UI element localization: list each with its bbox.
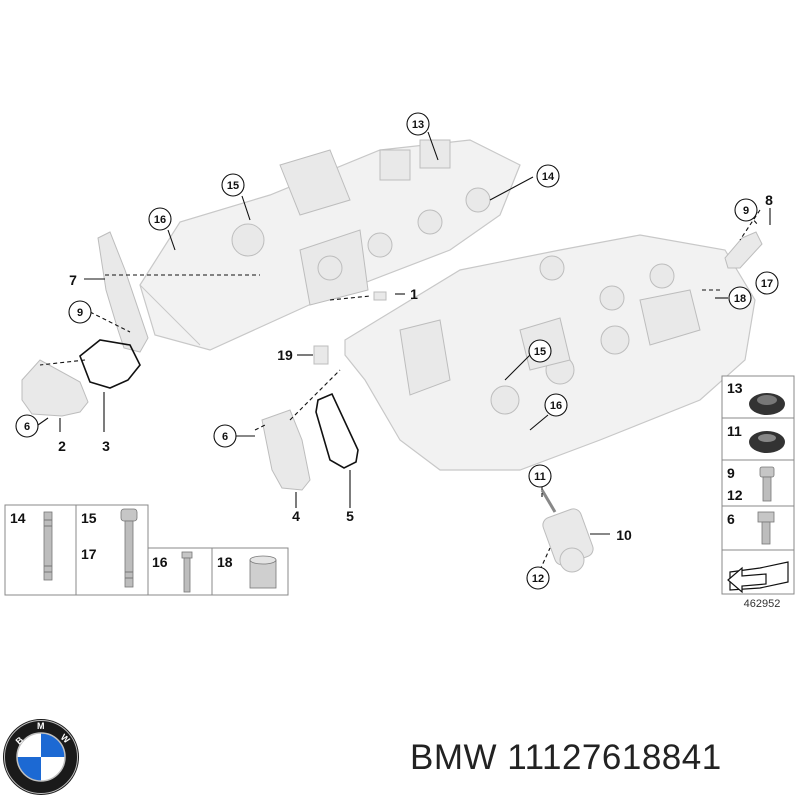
svg-text:9: 9 [743,205,749,217]
svg-text:3: 3 [102,438,110,454]
svg-text:14: 14 [542,171,555,183]
legend-label-6: 6 [727,511,735,527]
svg-text:1: 1 [410,286,418,302]
legend-label-16: 16 [152,554,168,570]
svg-text:11: 11 [534,471,546,483]
bolt-illustration-9-12 [759,466,775,502]
callout-15-upper: 15 [221,173,245,197]
cover-plate-4 [261,409,311,491]
svg-text:2: 2 [58,438,66,454]
label-8: 8 [765,192,773,208]
cover-plate-2 [21,359,89,417]
svg-text:4: 4 [292,508,300,524]
callout-15-lower: 15 [528,339,552,363]
seal-ring-illustration-11 [749,431,785,453]
label-2: 2 [58,438,66,454]
arrow-symbol-icon [727,561,789,594]
legend-label-18: 18 [217,554,233,570]
svg-text:9: 9 [77,307,83,319]
svg-text:8: 8 [765,192,773,208]
gasket-5 [315,392,359,469]
callout-18: 18 [728,286,752,310]
legend-label-15: 15 [81,510,97,526]
svg-text:13: 13 [412,119,424,131]
svg-text:6: 6 [222,431,228,443]
label-5: 5 [346,508,354,524]
svg-text:18: 18 [734,293,746,305]
svg-text:B: B [14,734,26,746]
sleeve-illustration [249,555,277,589]
bracket-part [97,231,149,353]
label-7: 7 [69,272,77,288]
legend-label-14: 14 [10,510,26,526]
callout-11: 11 [528,464,552,488]
long-bolt-illustration [120,508,138,588]
callout-16-upper: 16 [148,207,172,231]
cylinder-head-upper [139,139,521,351]
callout-6-left: 6 [15,414,39,438]
small-bracket-part [724,231,763,269]
bolt-illustration-6 [757,511,775,545]
bmw-logo-icon: B M W [3,719,79,795]
stud-bolt-illustration [43,511,53,581]
callout-17: 17 [755,271,779,295]
svg-text:15: 15 [534,346,546,358]
label-19: 19 [277,347,293,363]
legend-label-13: 13 [727,380,743,396]
svg-text:19: 19 [277,347,293,363]
callout-16-lower: 16 [544,393,568,417]
legend-label-12: 12 [727,487,743,503]
legend-label-11: 11 [727,423,742,439]
legend-label-17: 17 [81,546,97,562]
legend-label-9: 9 [727,465,735,481]
svg-text:16: 16 [550,400,562,412]
screw-illustration [181,551,193,593]
sleeve-part-19 [313,345,329,365]
legend-table-left: 14 15 17 16 18 [4,504,289,596]
gasket-3 [79,339,141,389]
part-number-caption: BMW 11127618841 [410,738,722,777]
sensor-part-1 [373,291,387,301]
label-3: 3 [102,438,110,454]
svg-text:17: 17 [761,278,773,290]
svg-text:16: 16 [154,214,166,226]
svg-text:15: 15 [227,180,239,192]
svg-text:M: M [37,721,45,731]
callout-9-left: 9 [68,300,92,324]
svg-text:10: 10 [616,527,632,543]
callout-9-right: 9 [734,198,758,222]
legend-table-right: 13 11 9 12 6 [721,375,795,595]
diagram-number: 462952 [744,598,781,610]
label-1: 1 [410,286,418,302]
svg-text:6: 6 [24,421,30,433]
callout-13: 13 [406,112,430,136]
seal-ring-illustration-13 [749,393,785,415]
callout-12: 12 [526,566,550,590]
callout-14: 14 [536,164,560,188]
label-4: 4 [292,508,300,524]
svg-text:5: 5 [346,508,354,524]
leader-lines [37,131,771,571]
svg-text:12: 12 [532,573,544,585]
svg-text:7: 7 [69,272,77,288]
label-10: 10 [616,527,632,543]
callout-6-middle: 6 [213,424,237,448]
actuator-part-10 [540,489,594,573]
